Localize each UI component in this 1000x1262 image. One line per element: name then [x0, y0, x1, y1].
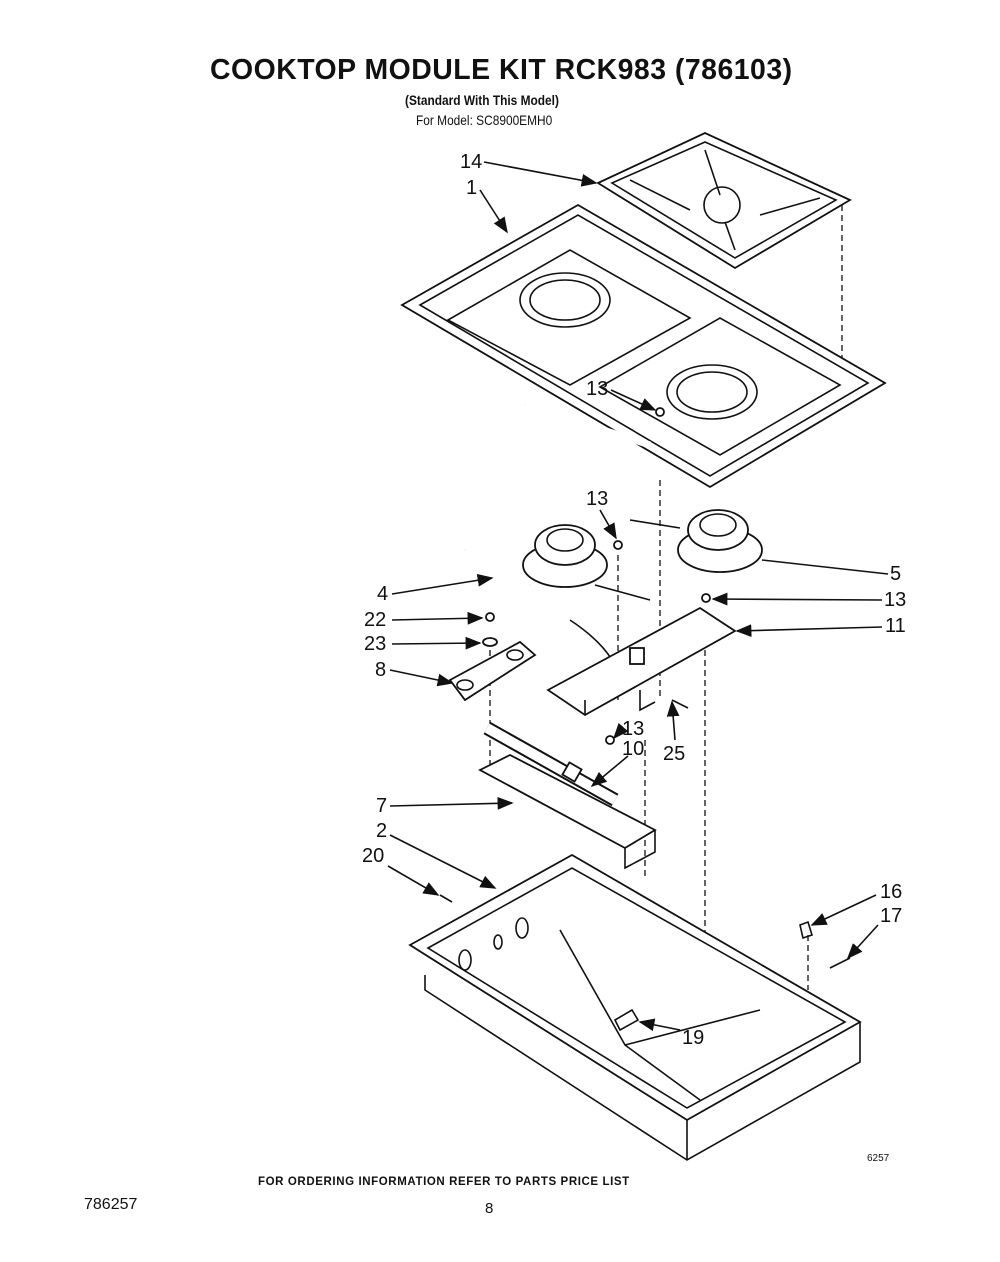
svg-text:1: 1	[466, 177, 477, 199]
callout-4: 4	[377, 573, 494, 605]
svg-text:7: 7	[376, 795, 387, 817]
svg-text:25: 25	[663, 743, 685, 765]
burner-box-pan	[408, 853, 862, 1161]
svg-text:4: 4	[377, 583, 388, 605]
callout-13a: 13	[586, 378, 657, 411]
svg-text:11: 11	[885, 615, 906, 637]
callout-20: 20	[362, 845, 440, 896]
bracket-11	[546, 606, 737, 717]
callout-13b: 13	[586, 488, 617, 540]
illustration-number: 6257	[867, 1153, 890, 1164]
svg-text:13: 13	[884, 589, 906, 611]
callout-13c: 13	[711, 589, 906, 611]
callout-22: 22	[364, 609, 484, 631]
page-title: COOKTOP MODULE KIT RCK983 (786103)	[210, 54, 793, 86]
rail-and-tube	[478, 721, 657, 870]
callout-1: 1	[466, 177, 508, 234]
ordering-note: FOR ORDERING INFORMATION REFER TO PARTS …	[258, 1176, 630, 1188]
callout-17: 17	[846, 905, 902, 960]
callout-14: 14	[460, 151, 598, 187]
screws	[482, 407, 711, 745]
svg-text:17: 17	[880, 905, 902, 927]
cooktop-top-plate	[400, 203, 887, 489]
svg-text:2: 2	[376, 820, 387, 842]
callout-10: 10	[590, 738, 644, 788]
callout-19: 19	[638, 1018, 704, 1049]
svg-text:13: 13	[586, 488, 608, 510]
svg-text:10: 10	[622, 738, 644, 760]
page-subtitle: (Standard With This Model)	[405, 92, 559, 108]
bracket-8	[448, 640, 537, 702]
callout-13d: 13	[612, 718, 644, 740]
callout-23: 23	[364, 633, 482, 655]
callout-5: 5	[761, 559, 901, 585]
svg-text:14: 14	[460, 151, 482, 173]
svg-text:23: 23	[364, 633, 386, 655]
model-label: For Model: SC8900EMH0	[416, 112, 553, 128]
svg-text:20: 20	[362, 845, 384, 867]
page-number: 8	[485, 1200, 494, 1217]
callout-2: 2	[376, 820, 497, 889]
burner-grate	[596, 132, 852, 270]
document-number: 786257	[84, 1196, 138, 1213]
svg-text:5: 5	[890, 563, 901, 585]
svg-text:8: 8	[375, 659, 386, 681]
callout-11: 11	[735, 615, 906, 638]
svg-text:13: 13	[586, 378, 608, 400]
svg-text:13: 13	[622, 718, 644, 740]
svg-text:16: 16	[880, 881, 902, 903]
callout-16: 16	[810, 881, 902, 926]
callout-25: 25	[663, 700, 685, 765]
callout-8: 8	[375, 659, 454, 687]
svg-text:19: 19	[682, 1027, 704, 1049]
burner-assembly	[463, 401, 763, 661]
svg-text:22: 22	[364, 609, 386, 631]
callout-7: 7	[376, 795, 514, 817]
